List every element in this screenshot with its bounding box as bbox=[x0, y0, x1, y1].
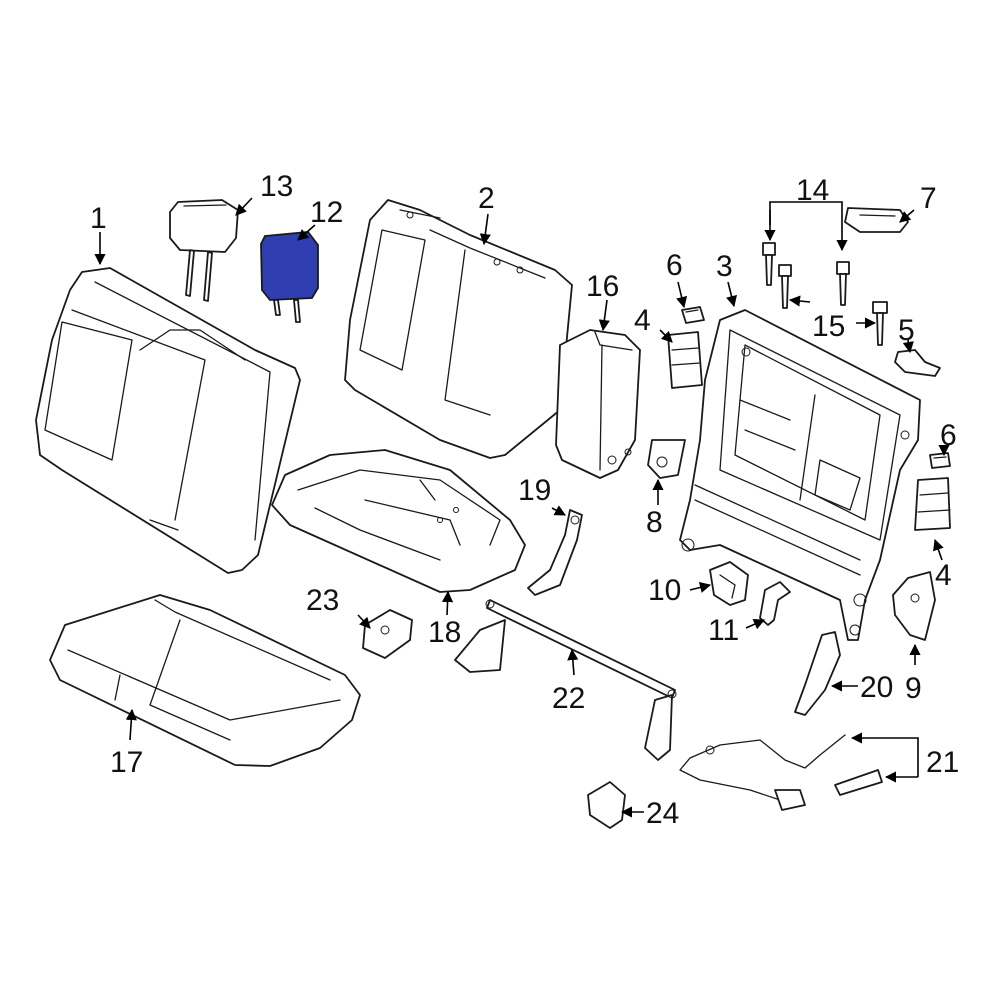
callout-labels: 1 2 3 4 4 5 6 6 7 8 9 10 11 12 13 14 15 … bbox=[90, 170, 959, 830]
callout-24: 24 bbox=[646, 797, 679, 830]
callout-12: 12 bbox=[310, 196, 343, 229]
callout-7: 7 bbox=[920, 182, 937, 215]
bracket-part[interactable] bbox=[894, 349, 941, 377]
callout-2: 2 bbox=[478, 182, 495, 215]
clip-part-upper[interactable] bbox=[681, 306, 705, 324]
seat-back-pad-part[interactable] bbox=[344, 199, 573, 459]
callout-4-upper: 4 bbox=[634, 304, 651, 337]
callout-6-right: 6 bbox=[940, 419, 957, 452]
hinge-cover-part[interactable] bbox=[892, 571, 936, 641]
side-bolster-part[interactable] bbox=[555, 329, 641, 479]
cover-part-24[interactable] bbox=[587, 781, 626, 829]
callout-5: 5 bbox=[898, 314, 915, 347]
callout-1: 1 bbox=[90, 202, 107, 235]
guide-sleeve-part[interactable] bbox=[762, 242, 850, 306]
callout-8: 8 bbox=[646, 506, 663, 539]
pivot-cover-part[interactable] bbox=[647, 439, 686, 479]
callout-13: 13 bbox=[260, 170, 293, 203]
callout-4-right: 4 bbox=[935, 559, 952, 592]
trim-part-19[interactable] bbox=[527, 509, 583, 596]
pad-part-right[interactable] bbox=[914, 477, 951, 531]
release-cable-part[interactable] bbox=[679, 734, 883, 811]
callout-16: 16 bbox=[586, 270, 619, 303]
callout-22: 22 bbox=[552, 682, 585, 715]
seat-cushion-cover-part[interactable] bbox=[49, 594, 361, 767]
callout-9: 9 bbox=[905, 672, 922, 705]
callout-10: 10 bbox=[648, 574, 681, 607]
bracket-part-11[interactable] bbox=[759, 581, 791, 626]
trim-part-20[interactable] bbox=[794, 631, 841, 716]
cover-part-10[interactable] bbox=[709, 561, 749, 606]
callout-20: 20 bbox=[860, 671, 893, 704]
latch-cover-part[interactable] bbox=[844, 207, 909, 233]
callout-6-upper: 6 bbox=[666, 249, 683, 282]
callout-17: 17 bbox=[110, 746, 143, 779]
pad-part-upper[interactable] bbox=[667, 331, 703, 389]
seat-back-frame-part[interactable] bbox=[679, 309, 921, 641]
callout-15: 15 bbox=[812, 310, 845, 343]
callout-14: 14 bbox=[796, 174, 829, 207]
clip-part-right[interactable] bbox=[929, 452, 951, 469]
seat-back-cover-part[interactable] bbox=[35, 267, 301, 574]
headrest-highlighted-part[interactable] bbox=[260, 231, 319, 323]
seat-cushion-pad-part[interactable] bbox=[271, 449, 526, 593]
callout-19: 19 bbox=[518, 474, 551, 507]
callout-21: 21 bbox=[926, 746, 959, 779]
bolt-part[interactable] bbox=[778, 264, 888, 346]
headrest-part[interactable] bbox=[169, 199, 239, 302]
bracket-part-23[interactable] bbox=[362, 609, 413, 659]
callout-23: 23 bbox=[306, 584, 339, 617]
leader-lines bbox=[94, 197, 950, 818]
callout-11: 11 bbox=[708, 614, 739, 647]
cross-bar-part[interactable] bbox=[454, 599, 677, 761]
callout-3: 3 bbox=[716, 250, 733, 283]
callout-18: 18 bbox=[428, 616, 461, 649]
